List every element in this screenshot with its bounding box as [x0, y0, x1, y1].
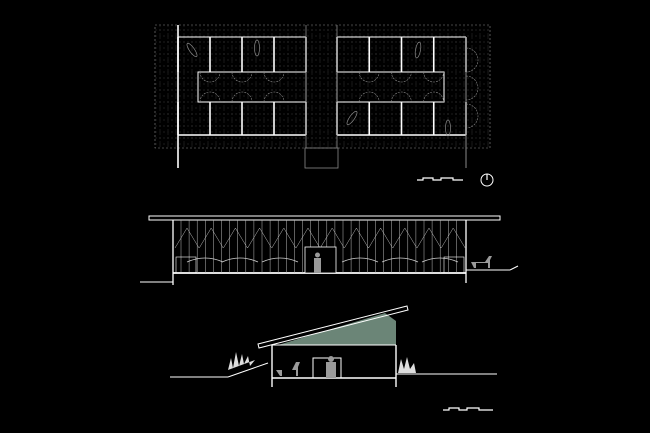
feed-storage — [443, 256, 465, 274]
door-swing — [358, 91, 380, 103]
truss-brace — [223, 227, 248, 249]
truss-brace — [198, 227, 224, 249]
roof — [148, 215, 501, 221]
sloped-roof — [257, 305, 409, 349]
horse-icon — [445, 119, 451, 137]
central-aisle — [312, 357, 342, 378]
truss-brace — [271, 227, 297, 249]
truss-brace — [319, 227, 345, 249]
door-swing — [465, 47, 479, 73]
horse-icon — [346, 110, 358, 126]
truss-brace — [368, 227, 393, 249]
person-figure — [326, 362, 336, 378]
truss-brace — [416, 227, 442, 249]
door-swing — [199, 71, 221, 83]
truss-brace — [392, 227, 418, 249]
truss-brace — [344, 227, 369, 249]
person-head — [328, 356, 334, 362]
grass-tuft — [228, 352, 255, 370]
feed-storage — [175, 256, 197, 274]
scale-bar — [443, 407, 493, 411]
corridor — [197, 71, 307, 103]
floor-plan — [154, 24, 494, 187]
door-swing — [358, 71, 380, 83]
door-swing — [465, 103, 479, 129]
door-swing — [423, 71, 444, 83]
horse-figure — [276, 362, 300, 376]
person-figure — [314, 258, 321, 273]
person-head — [315, 252, 320, 258]
truss-brace — [295, 227, 321, 249]
cross-section — [170, 305, 497, 411]
truss-brace — [247, 227, 272, 249]
horse-figure — [471, 256, 492, 268]
long-section-elevation — [140, 215, 519, 285]
horse-icon — [254, 39, 260, 57]
ground-slope — [227, 362, 269, 378]
door-swing — [231, 71, 253, 83]
truss-brace — [174, 227, 200, 249]
hay-mound — [341, 257, 379, 263]
grass-tuft — [398, 357, 416, 373]
door-swing — [423, 91, 444, 103]
horse-icon — [186, 42, 198, 58]
door-swing — [465, 75, 479, 101]
hay-mound — [186, 257, 224, 263]
door-swing — [391, 71, 412, 83]
ground-right — [509, 265, 519, 271]
door-swing — [263, 91, 285, 103]
horse-icon — [414, 41, 422, 59]
corridor — [336, 71, 445, 103]
truss-brace — [440, 227, 466, 249]
stable-block — [336, 36, 467, 136]
door-swing — [391, 91, 412, 103]
stable-block — [177, 36, 307, 136]
entrance-canopy — [304, 147, 339, 169]
hay-mound — [421, 257, 459, 263]
hay-mound — [221, 257, 259, 263]
scale-bar — [417, 177, 463, 181]
hay-mound — [261, 257, 299, 263]
door-swing — [263, 71, 285, 83]
door-swing — [231, 91, 253, 103]
hay-mound — [381, 257, 419, 263]
door-swing — [199, 91, 221, 103]
